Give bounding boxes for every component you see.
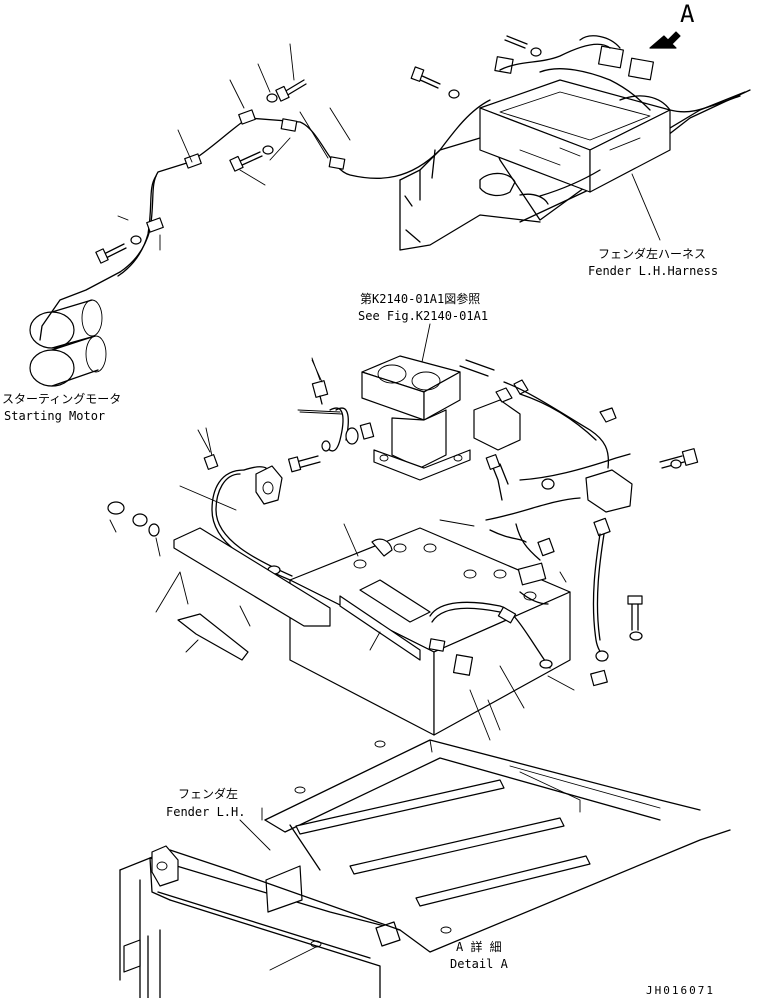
right-relays [459, 359, 699, 687]
fender-harness-leader [631, 173, 661, 241]
top-harness-assembly: A フェンダ左ハーネス Fender L.H.Harness [29, 0, 751, 387]
starting-motor-label-jp: スターティングモータ [2, 392, 121, 406]
cable-switch [203, 454, 283, 505]
relay-left-hardware [205, 357, 375, 473]
leader-lines-middle [109, 359, 575, 741]
leader-lines-top [117, 43, 351, 251]
battery [289, 527, 571, 736]
fender-harness-label-en: Fender L.H.Harness [588, 264, 718, 278]
motor-harness-cable [119, 99, 491, 273]
starting-motor-label-en: Starting Motor [4, 409, 105, 423]
detail-label-en: Detail A [450, 957, 509, 971]
detail-a-fender [119, 739, 731, 998]
fender-leader [239, 819, 271, 851]
battery-positive-cable [371, 523, 553, 676]
fender-harness-label-jp: フェンダ左ハーネス [598, 246, 706, 261]
reference-label-en: See Fig.K2140-01A1 [358, 309, 488, 323]
drawing-number: JH016071 [646, 984, 715, 997]
battery-hold-down [107, 501, 431, 661]
detail-label-jp: A 詳 細 [456, 939, 502, 954]
relay-housing-top [479, 35, 741, 205]
harness-clamps [146, 109, 346, 233]
view-letter: A [680, 0, 695, 28]
reference-leader [421, 323, 431, 363]
fender-label-jp: フェンダ左 [178, 786, 238, 801]
fender-label-en: Fender L.H. [166, 805, 245, 819]
view-arrow-a [649, 31, 681, 49]
starting-motor [29, 271, 121, 387]
harness-bolts [95, 66, 460, 264]
battery-relay [361, 355, 471, 481]
detail-leader [269, 945, 319, 971]
reference-label-jp: 第K2140-01A1図参照 [360, 291, 480, 306]
middle-battery-assembly [107, 355, 699, 741]
